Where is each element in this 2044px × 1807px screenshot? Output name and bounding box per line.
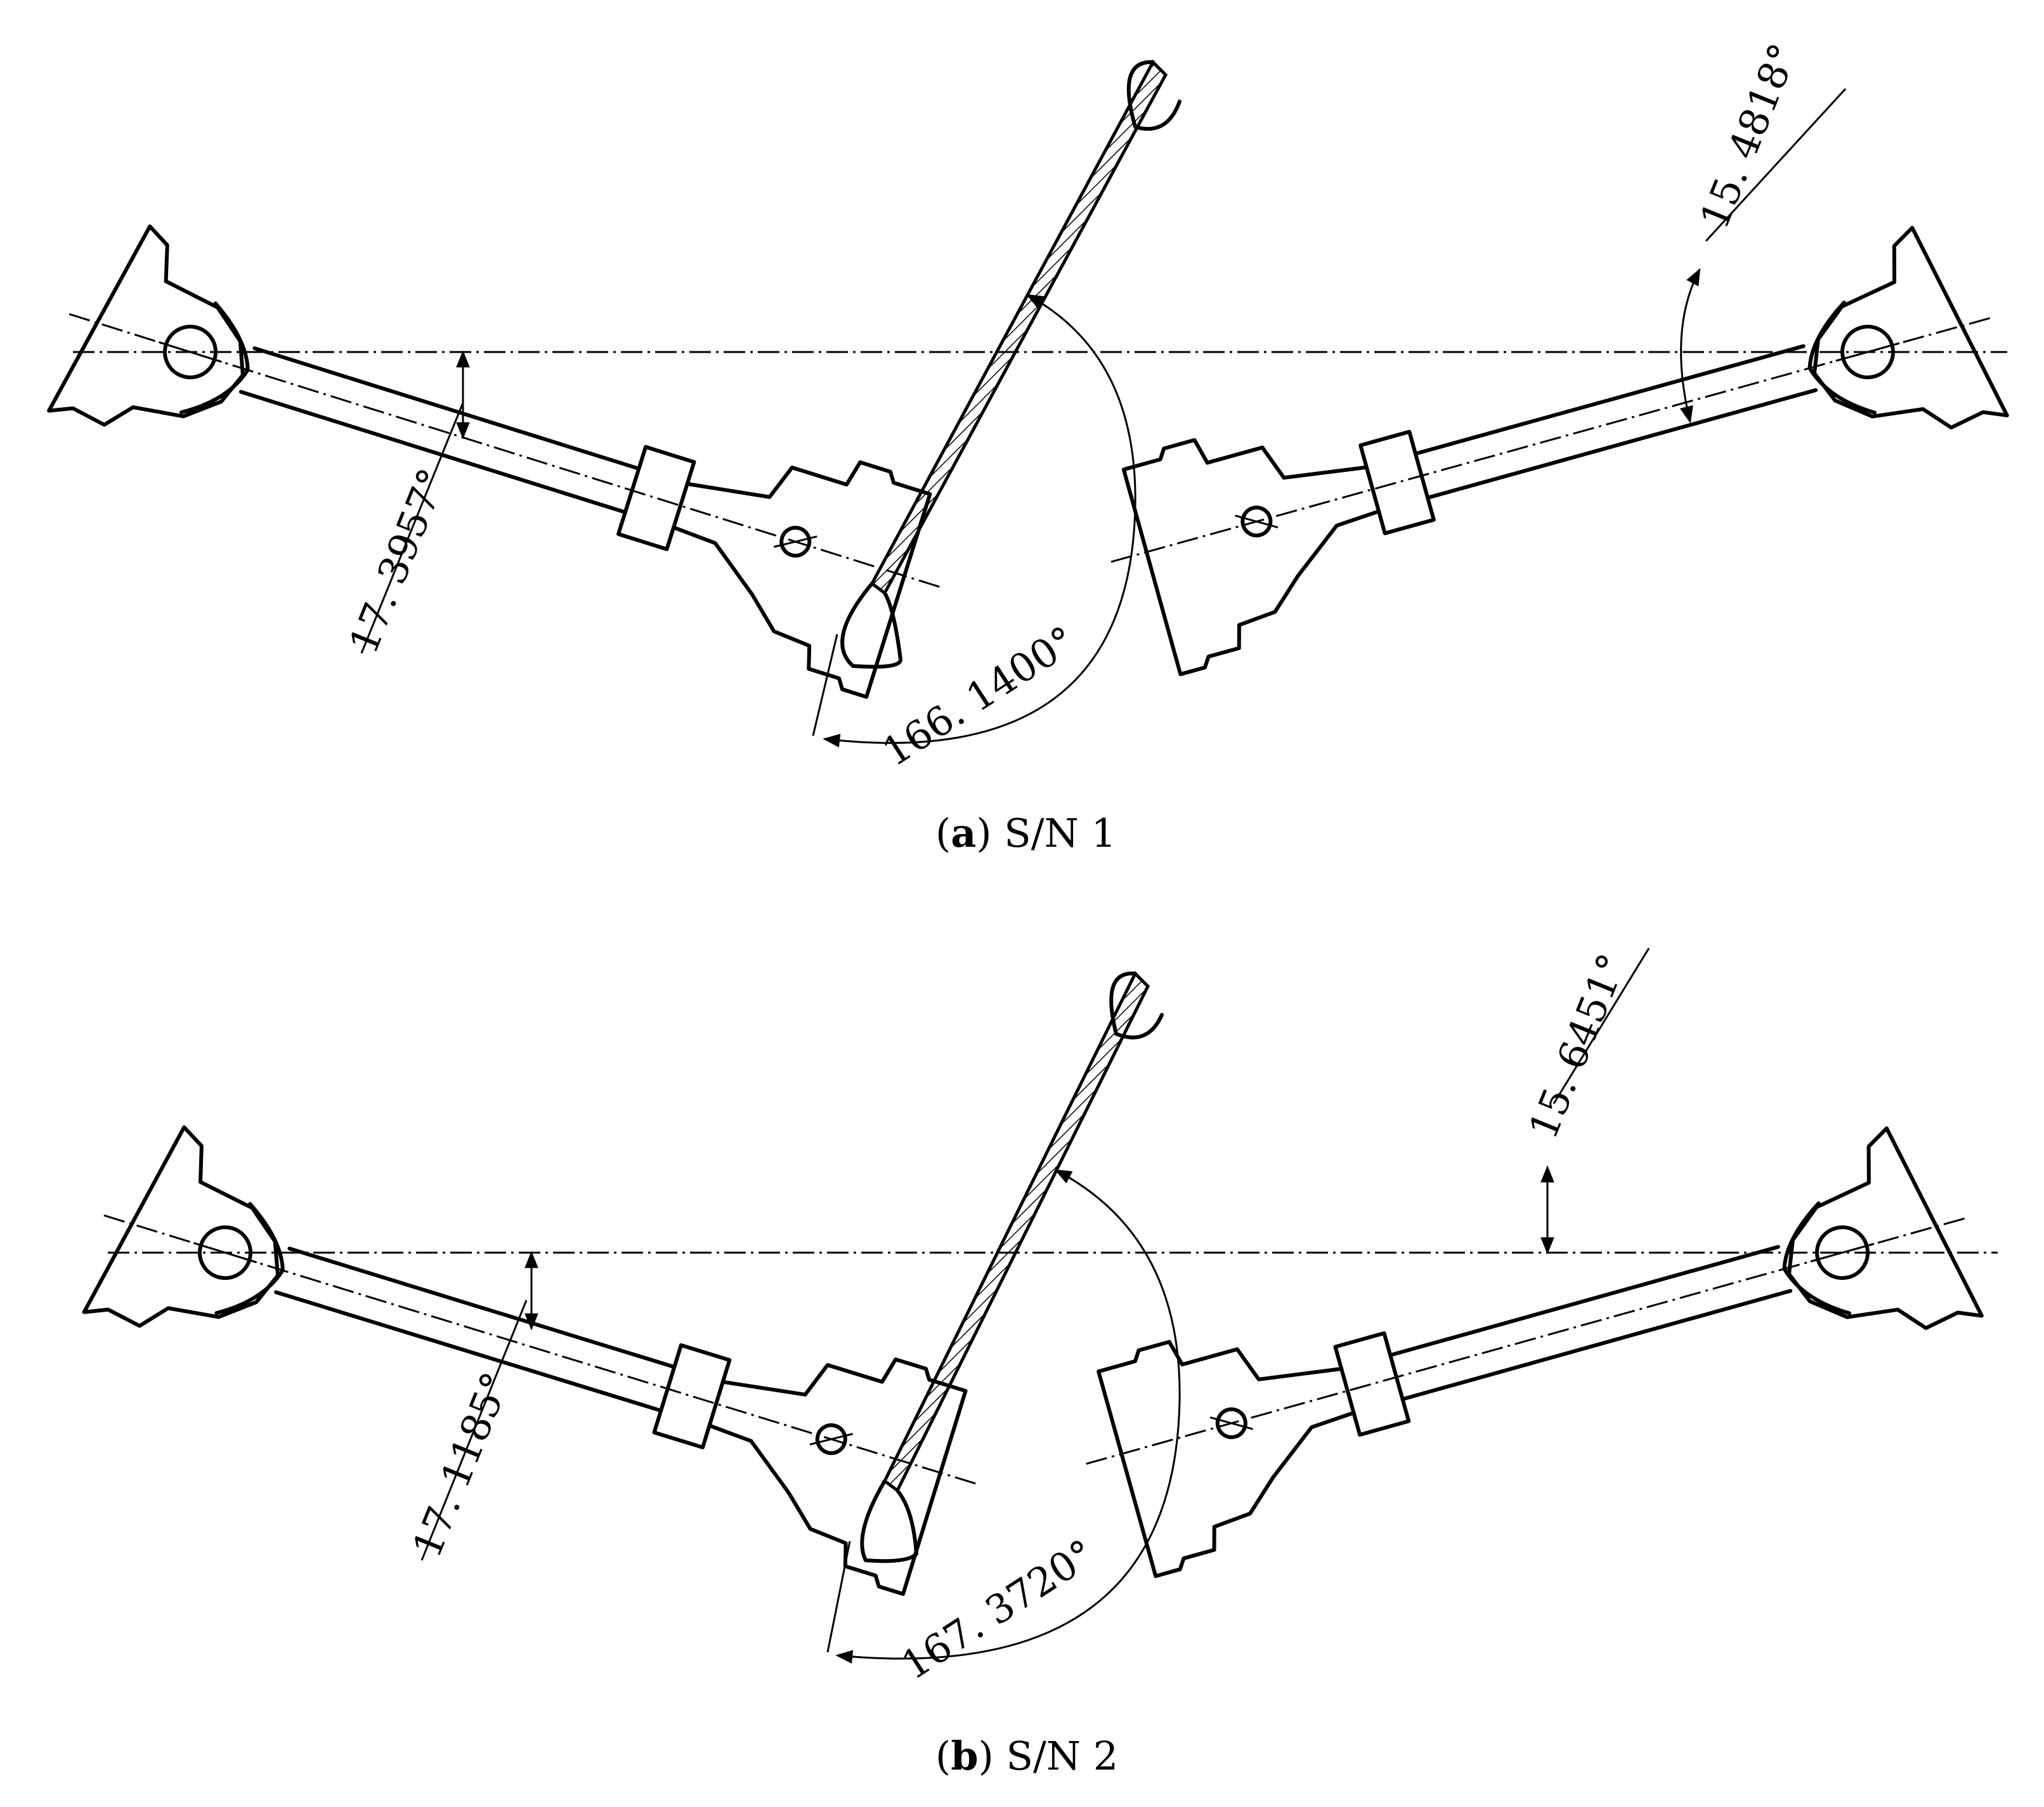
angle-bottom-label: 166. 1400° (874, 617, 1083, 776)
angle-right-label: 15. 4818° (1691, 37, 1807, 235)
caption-a: (a) S/N 1 (935, 810, 1116, 856)
angle-right-label: 15. 6451° (1520, 948, 1636, 1145)
connecting-link (869, 59, 1168, 596)
angle-left-label: 17. 1185° (403, 1366, 519, 1564)
panel-a: 17. 3957° 166. 1400° 15. 4818° (a) S/N 1 (31, 37, 2024, 856)
right-arm (1081, 214, 2024, 684)
panel-b: 17. 1185° 167. 3720° 15. 6451° (b) S/N 2 (67, 948, 1998, 1779)
angle-left-label: 17. 3957° (340, 462, 456, 660)
left-arm (31, 211, 973, 708)
right-arm (1056, 1114, 1998, 1586)
left-arm (67, 1112, 1008, 1605)
angle-bottom-label: 167. 3720° (893, 1530, 1102, 1689)
caption-b: (b) S/N 2 (935, 1733, 1118, 1779)
